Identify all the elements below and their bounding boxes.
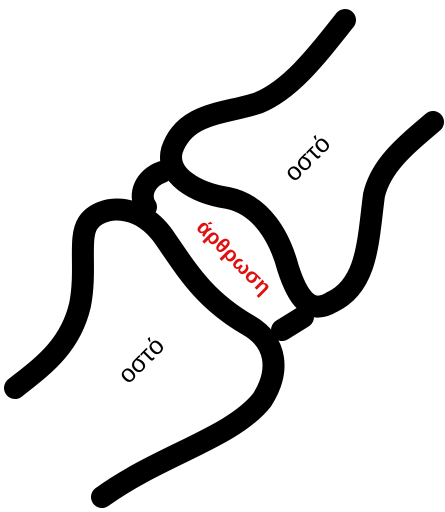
joint-capsule-left [143, 172, 162, 207]
lower-bone-label: οστό [113, 332, 170, 389]
upper-bone-label: οστό [279, 130, 336, 187]
joint-capsule-right [282, 317, 303, 330]
